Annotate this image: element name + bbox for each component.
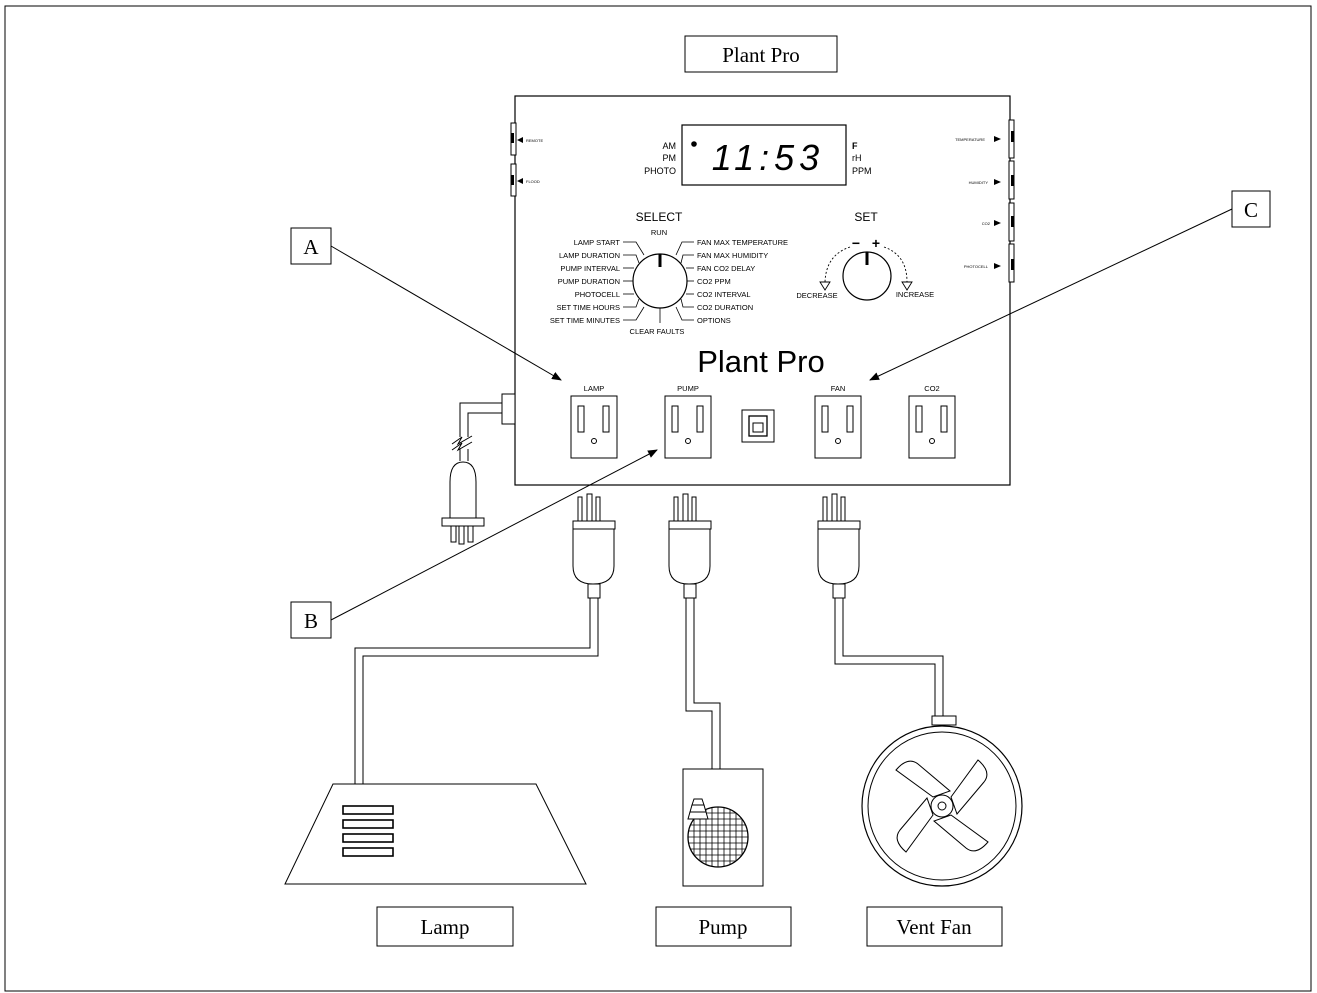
- indicator-pm: PM: [663, 153, 677, 163]
- outlet-pump[interactable]: [664, 395, 712, 459]
- lamp-label: Lamp: [421, 915, 470, 939]
- select-co2-duration: CO2 DURATION: [697, 303, 753, 312]
- vent-fan-device-icon: [861, 715, 1023, 887]
- jack-temperature-label: TEMPERATURE: [955, 137, 985, 142]
- pump-device-icon: [682, 768, 764, 887]
- outlet-pump-label: PUMP: [677, 384, 699, 393]
- outlet-fan-label: FAN: [831, 384, 846, 393]
- jack-humidity[interactable]: HUMIDITY: [969, 160, 1015, 200]
- controller-power-cord: [451, 393, 516, 461]
- diagram-frame: [4, 5, 1312, 992]
- select-pump-interval: PUMP INTERVAL: [560, 264, 620, 273]
- select-lamp-duration: LAMP DURATION: [559, 251, 620, 260]
- callout-c: C: [1244, 198, 1258, 222]
- set-title: SET: [854, 210, 878, 224]
- pump-label: Pump: [698, 915, 747, 939]
- vent-fan-label-box: [866, 906, 1003, 947]
- select-fan-max-humidity: FAN MAX HUMIDITY: [697, 251, 768, 260]
- indicator-f: F: [852, 141, 858, 151]
- select-clear-faults: CLEAR FAULTS: [630, 327, 685, 336]
- select-tick-lines: [623, 241, 694, 323]
- outlet-co2[interactable]: [908, 395, 956, 459]
- controller-plug-icon: [441, 461, 485, 545]
- callout-a-box: [290, 227, 332, 265]
- callout-b: B: [304, 609, 318, 633]
- pump-plug-icon: [668, 493, 712, 599]
- select-set-time-hours: SET TIME HOURS: [557, 303, 620, 312]
- set-minus: −: [852, 235, 860, 251]
- jack-co2-label: CO2: [982, 221, 991, 226]
- set-increase: INCREASE: [896, 290, 934, 299]
- lamp-label-box: [376, 906, 514, 947]
- controller-brand: Plant Pro: [697, 344, 825, 379]
- select-pump-duration: PUMP DURATION: [558, 277, 620, 286]
- select-co2-interval: CO2 INTERVAL: [697, 290, 751, 299]
- set-knob-pointer: [865, 252, 869, 265]
- set-plus: +: [872, 235, 880, 251]
- decrease-arrow-icon: [819, 281, 831, 291]
- jack-remote-label: REMOTE: [526, 138, 543, 143]
- select-fan-co2-delay: FAN CO2 DELAY: [697, 264, 755, 273]
- decrease-arc: [824, 246, 851, 283]
- select-photocell: PHOTOCELL: [575, 290, 620, 299]
- jack-remote[interactable]: REMOTE: [510, 122, 543, 156]
- jack-co2[interactable]: CO2: [982, 202, 1015, 242]
- jack-flood-label: FLOOD: [526, 179, 540, 184]
- pump-cord: [685, 598, 721, 769]
- select-options: OPTIONS: [697, 316, 731, 325]
- increase-arrow-icon: [901, 281, 913, 291]
- lamp-cord: [354, 598, 599, 784]
- display-time: 11:53: [712, 137, 824, 178]
- select-title: SELECT: [636, 210, 683, 224]
- jack-humidity-label: HUMIDITY: [969, 180, 989, 185]
- display-indicator-dot: [691, 141, 697, 147]
- title-box: [684, 35, 838, 73]
- pump-label-box: [655, 906, 792, 947]
- select-fan-max-temperature: FAN MAX TEMPERATURE: [697, 238, 788, 247]
- select-set-time-minutes: SET TIME MINUTES: [550, 316, 620, 325]
- callout-c-leader: [869, 208, 1233, 381]
- jack-temperature[interactable]: TEMPERATURE: [955, 119, 1015, 159]
- outlet-fan[interactable]: [814, 395, 862, 459]
- callout-a-leader: [330, 245, 562, 381]
- outlet-lamp-label: LAMP: [584, 384, 604, 393]
- time-display: [681, 124, 847, 186]
- lamp-device-icon: [284, 783, 587, 885]
- jack-photocell[interactable]: PHOTOCELL: [964, 243, 1015, 283]
- select-lamp-start: LAMP START: [574, 238, 621, 247]
- fan-cord: [834, 598, 944, 716]
- set-decrease: DECREASE: [796, 291, 837, 300]
- callout-a: A: [303, 235, 319, 259]
- select-knob-pointer: [658, 254, 662, 267]
- lamp-plug-icon: [572, 493, 616, 599]
- outlet-lamp[interactable]: [570, 395, 618, 459]
- diagram-title: Plant Pro: [722, 43, 800, 67]
- indicator-photo: PHOTO: [644, 166, 676, 176]
- power-switch[interactable]: [741, 409, 775, 443]
- fan-plug-icon: [817, 493, 861, 599]
- jack-photocell-label: PHOTOCELL: [964, 264, 989, 269]
- jack-flood[interactable]: FLOOD: [510, 163, 540, 197]
- outlet-co2-label: CO2: [924, 384, 939, 393]
- indicator-ppm: PPM: [852, 166, 872, 176]
- select-run: RUN: [651, 228, 667, 237]
- select-co2-ppm: CO2 PPM: [697, 277, 731, 286]
- increase-arc: [883, 246, 908, 283]
- callout-b-leader: [330, 449, 658, 621]
- indicator-am: AM: [663, 141, 677, 151]
- callout-c-box: [1231, 190, 1271, 228]
- vent-fan-label: Vent Fan: [896, 915, 972, 939]
- indicator-rh: rH: [852, 153, 862, 163]
